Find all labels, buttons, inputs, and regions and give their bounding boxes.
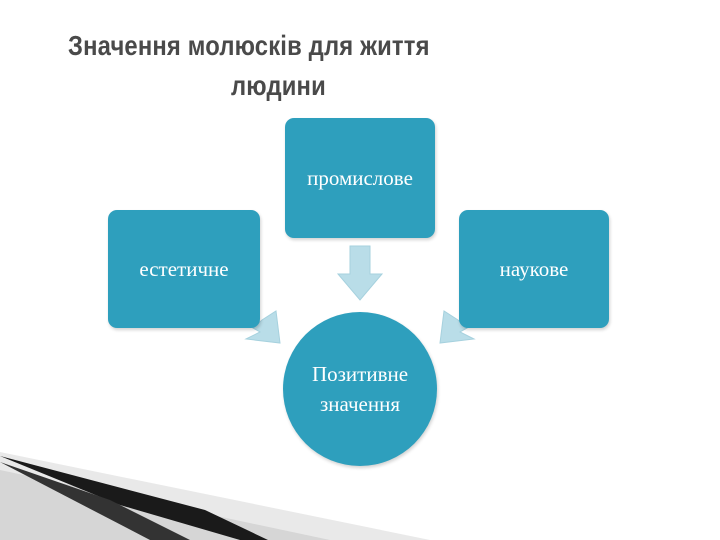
center-label-line-2: значення xyxy=(319,392,401,416)
arrow-left-down-icon xyxy=(439,310,476,344)
arrow-down-icon xyxy=(336,245,384,301)
diagram-box-aesthetic: естетичне xyxy=(108,210,260,328)
diagram-box-scientific: наукове xyxy=(459,210,609,328)
box-label-industrial: промислове xyxy=(307,165,413,190)
box-label-scientific: наукове xyxy=(499,256,569,281)
box-label-aesthetic: естетичне xyxy=(139,256,229,281)
diagram-center-circle: Позитивне значення xyxy=(283,312,437,466)
slide-title-line-2: людини xyxy=(231,70,326,101)
center-label-line-1: Позитивне xyxy=(311,362,409,386)
slide-title-line-1: Значення молюсків для життя xyxy=(68,30,430,61)
stripe-dark xyxy=(0,456,268,540)
diagram-box-industrial: промислове xyxy=(285,118,435,238)
arrow-right-down-icon xyxy=(244,310,281,344)
stripe-dark-2 xyxy=(0,462,190,540)
